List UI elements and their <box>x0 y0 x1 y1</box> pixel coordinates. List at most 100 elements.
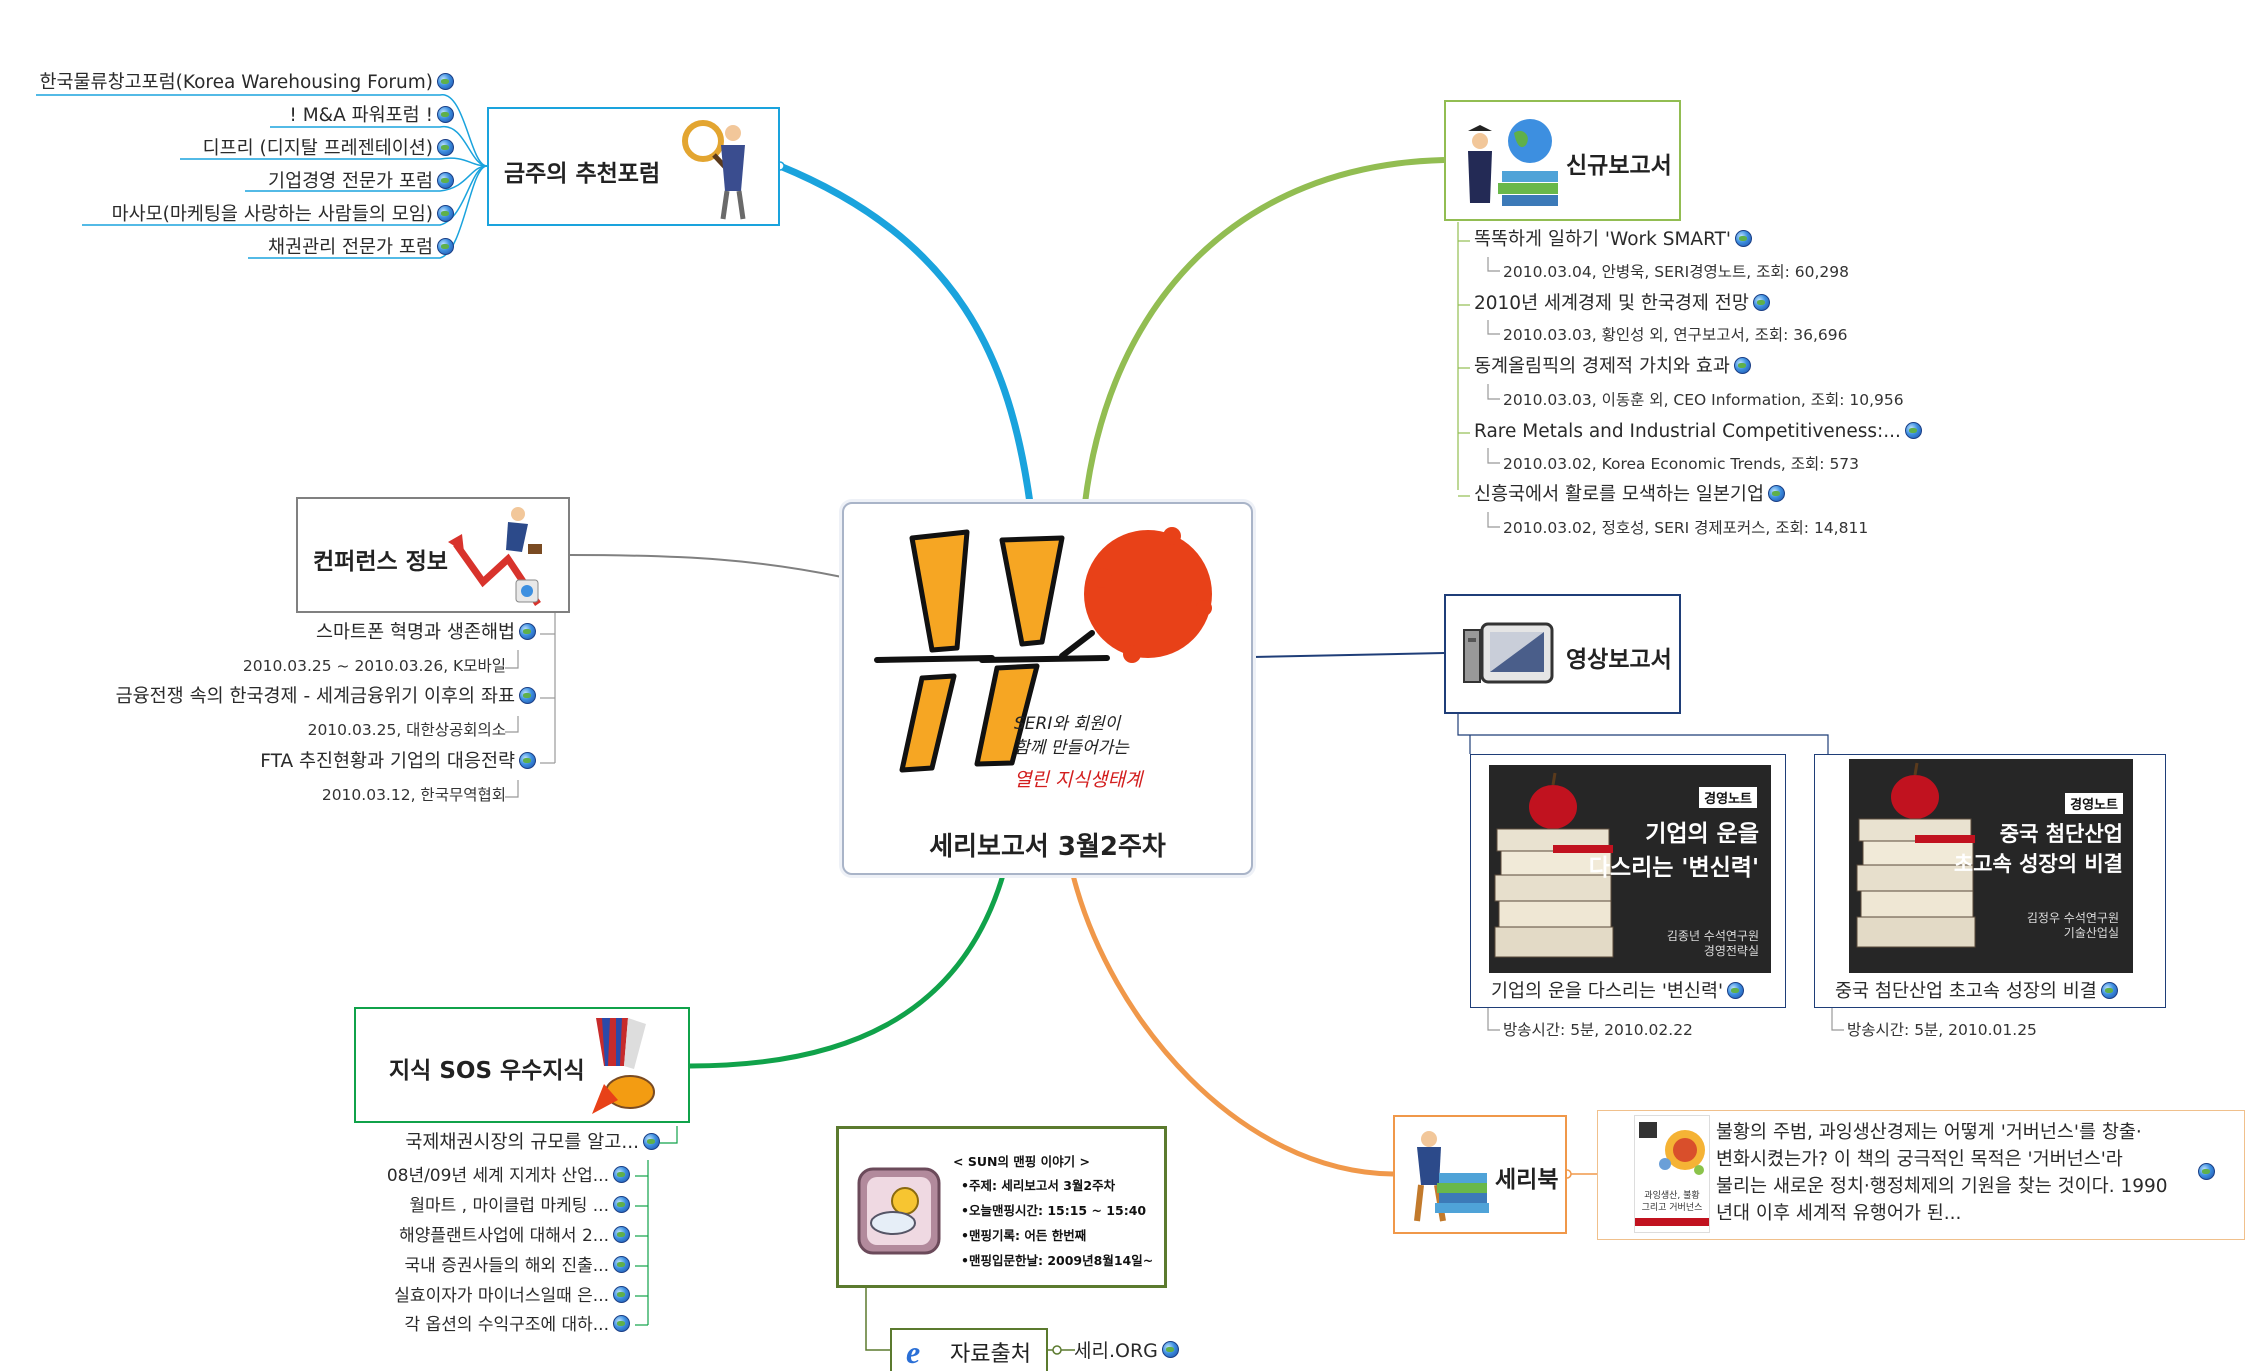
globe-link-icon[interactable] <box>2100 981 2118 999</box>
globe-link-icon[interactable] <box>1752 293 1770 311</box>
globe-link-icon[interactable] <box>437 105 454 123</box>
forum-item-2[interactable]: ! M&A 파워포럼 ! <box>289 105 454 127</box>
weather-icon <box>857 1167 941 1255</box>
forum-item-3[interactable]: 디프리 (디지탈 프레젠테이션) <box>203 138 454 160</box>
conference-item-2[interactable]: 금융전쟁 속의 한국경제 - 세계금융위기 이후의 좌표 <box>116 686 536 708</box>
central-title: 세리보고서 3월2주차 <box>929 832 1166 862</box>
globe-link-icon[interactable] <box>613 1225 630 1243</box>
globe-link-icon[interactable] <box>613 1195 630 1213</box>
video-item-1-detail: 방송시간: 5분, 2010.02.22 <box>1503 1021 1693 1039</box>
sos-item-7[interactable]: 각 옵션의 수익구조에 대하... <box>405 1314 630 1336</box>
globe-link-icon[interactable] <box>1161 1341 1179 1358</box>
reading-man-icon <box>1414 1131 1489 1222</box>
sos-item-4[interactable]: 해양플랜트사업에 대해서 2... <box>399 1225 630 1247</box>
branch-book <box>1070 874 1394 1177</box>
new-report-3[interactable]: 동계올림픽의 경제적 가치와 효과 <box>1474 356 1751 378</box>
new-report-5[interactable]: 신흥국에서 활로를 모색하는 일본기업 <box>1474 484 1785 506</box>
forum-item-1[interactable]: 한국물류창고포럼(Korea Warehousing Forum) <box>40 72 454 94</box>
video-badge-1: 경영노트 <box>1699 787 1757 808</box>
medal-icon <box>592 1018 655 1114</box>
video-topic[interactable]: 영상보고서 <box>1444 594 1681 714</box>
new-reports-topic[interactable]: 신규보고서 <box>1444 100 1681 221</box>
source-topic[interactable]: e 자료출처 <box>890 1328 1048 1371</box>
sos-item-5[interactable]: 국내 증권사들의 해외 진출... <box>405 1255 630 1277</box>
globe-link-icon[interactable] <box>437 237 454 255</box>
globe-link-icon[interactable] <box>643 1132 660 1150</box>
globe-link-icon[interactable] <box>1904 421 1922 439</box>
globe-link-icon[interactable] <box>1733 356 1751 374</box>
globe-link-icon[interactable] <box>1767 484 1785 502</box>
conference-topic[interactable]: 컨퍼런스 정보 <box>296 497 570 613</box>
new-report-2[interactable]: 2010년 세계경제 및 한국경제 전망 <box>1474 293 1770 315</box>
globe-link-icon[interactable] <box>2198 1163 2215 1180</box>
apple-books-illustration <box>1494 772 1614 958</box>
video-title: 영상보고서 <box>1566 647 1672 673</box>
monitor-icon <box>1463 622 1554 684</box>
sos-item-3[interactable]: 월마트 , 마이클럽 마케팅 ... <box>409 1195 630 1217</box>
globe-link-icon[interactable] <box>437 171 454 189</box>
new-report-3-detail: 2010.03.03, 이동훈 외, CEO Information, 조회: … <box>1503 391 1904 409</box>
sos-item-1[interactable]: 국제채권시장의 규모를 알고... <box>405 1132 660 1154</box>
sos-item-6[interactable]: 실효이자가 마이너스일때 은... <box>394 1285 630 1307</box>
conference-item-3[interactable]: FTA 추진현황과 기업의 대응전략 <box>260 751 536 773</box>
book-cover-band <box>1635 1218 1709 1226</box>
globe-link-icon[interactable] <box>613 1255 630 1273</box>
memo-line-3: •오늘맨핑시간: 15:15 ~ 15:40 <box>961 1203 1147 1218</box>
memo-line-1: < SUN의 맨핑 이야기 > <box>953 1154 1090 1169</box>
conference-item-1[interactable]: 스마트폰 혁명과 생존해법 <box>316 622 536 644</box>
globe-link-icon[interactable] <box>613 1165 630 1183</box>
video-item-2-label: 중국 첨단산업 초고속 성장의 비결 <box>1835 981 2118 1003</box>
magnifier-man-icon <box>682 120 746 220</box>
branch-conference <box>569 554 843 578</box>
forum-item-6[interactable]: 채권관리 전문가 포럼 <box>268 237 454 259</box>
source-link[interactable]: 세리.ORG <box>1074 1340 1179 1362</box>
forum-item-5[interactable]: 마사모(마케팅을 사랑하는 사람들의 모임) <box>112 204 454 226</box>
ie-browser-icon: e <box>906 1334 921 1370</box>
new-report-4[interactable]: Rare Metals and Industrial Competitivene… <box>1474 421 1922 443</box>
globe-link-icon[interactable] <box>519 622 536 640</box>
globe-link-icon[interactable] <box>437 138 454 156</box>
conference-title: 컨퍼런스 정보 <box>313 549 448 575</box>
book-topic[interactable]: 세리북 <box>1393 1115 1567 1234</box>
source-title: 자료출처 <box>950 1342 1031 1367</box>
growth-arrow-man-icon <box>448 507 542 606</box>
central-topic[interactable]: SERI와 회원이 함께 만들어가는 열린 지식생태계 세리보고서 3월2주차 <box>842 502 1253 875</box>
globe-link-icon[interactable] <box>519 686 536 704</box>
conference-item-2-detail: 2010.03.25, 대한상공회의소 <box>307 721 506 739</box>
central-slogan: SERI와 회원이 함께 만들어가는 열린 지식생태계 <box>1014 714 1143 791</box>
globe-link-icon[interactable] <box>613 1285 630 1303</box>
new-report-2-detail: 2010.03.03, 황인성 외, 연구보고서, 조회: 36,696 <box>1503 326 1848 344</box>
new-report-1[interactable]: 똑똑하게 일하기 'Work SMART' <box>1474 229 1752 251</box>
globe-link-icon[interactable] <box>1734 229 1752 247</box>
globe-link-icon[interactable] <box>519 751 536 769</box>
forum-item-4[interactable]: 기업경영 전문가 포럼 <box>268 171 454 193</box>
new-report-1-detail: 2010.03.04, 안병욱, SERI경영노트, 조회: 60,298 <box>1503 263 1850 281</box>
central-logo-art <box>874 527 1212 773</box>
video-badge-2: 경영노트 <box>2065 793 2123 814</box>
branch-forum <box>778 162 1034 504</box>
memo-topic[interactable]: < SUN의 맨핑 이야기 > •주제: 세리보고서 3월2주차 •오늘맨핑시간… <box>836 1126 1167 1288</box>
book-title: 세리북 <box>1495 1167 1559 1193</box>
forum-topic[interactable]: 금주의 추천포럼 <box>487 107 780 226</box>
globe-link-icon[interactable] <box>437 72 454 90</box>
sos-topic[interactable]: 지식 SOS 우수지식 <box>354 1007 690 1123</box>
globe-link-icon[interactable] <box>437 204 454 222</box>
globe-link-icon[interactable] <box>613 1314 630 1332</box>
conference-item-1-detail: 2010.03.25 ~ 2010.03.26, K모바일 <box>242 657 506 675</box>
new-report-4-detail: 2010.03.02, Korea Economic Trends, 조회: 5… <box>1503 455 1860 473</box>
globe-link-icon[interactable] <box>1727 981 1745 999</box>
new-reports-title: 신규보고서 <box>1566 153 1672 179</box>
sos-item-2[interactable]: 08년/09년 세계 지게차 산업... <box>387 1165 630 1187</box>
new-report-5-detail: 2010.03.02, 정호성, SERI 경제포커스, 조회: 14,811 <box>1503 519 1869 537</box>
